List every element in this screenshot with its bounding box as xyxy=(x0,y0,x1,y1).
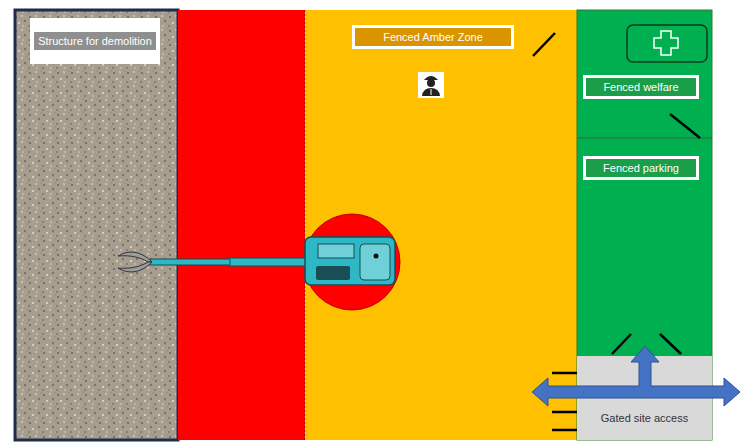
zone-label: Fenced Amber Zone xyxy=(352,25,514,49)
excavator xyxy=(118,214,400,310)
structure-label: Structure for demolition xyxy=(30,18,160,64)
worker-icon xyxy=(418,72,444,98)
access-label-text: Gated site access xyxy=(586,409,703,427)
structure-label-text: Structure for demolition xyxy=(34,32,156,50)
zone-boundary xyxy=(305,10,306,440)
first-aid-cross xyxy=(654,31,678,55)
zone-label-text: Fenced Amber Zone xyxy=(355,28,511,46)
access-label: Gated site access xyxy=(583,405,706,431)
fence-divider xyxy=(577,138,712,139)
first-aid-sign xyxy=(627,25,707,62)
area-label-text: Fenced parking xyxy=(586,159,696,177)
area-label: Fenced parking xyxy=(583,156,699,180)
area-label: Fenced welfare xyxy=(583,75,699,99)
demolition-structure xyxy=(15,10,178,440)
gate-lines xyxy=(533,33,700,430)
traffic-arrows xyxy=(532,346,740,406)
area-label-text: Fenced welfare xyxy=(586,78,696,96)
exclusion-zone xyxy=(178,10,305,440)
